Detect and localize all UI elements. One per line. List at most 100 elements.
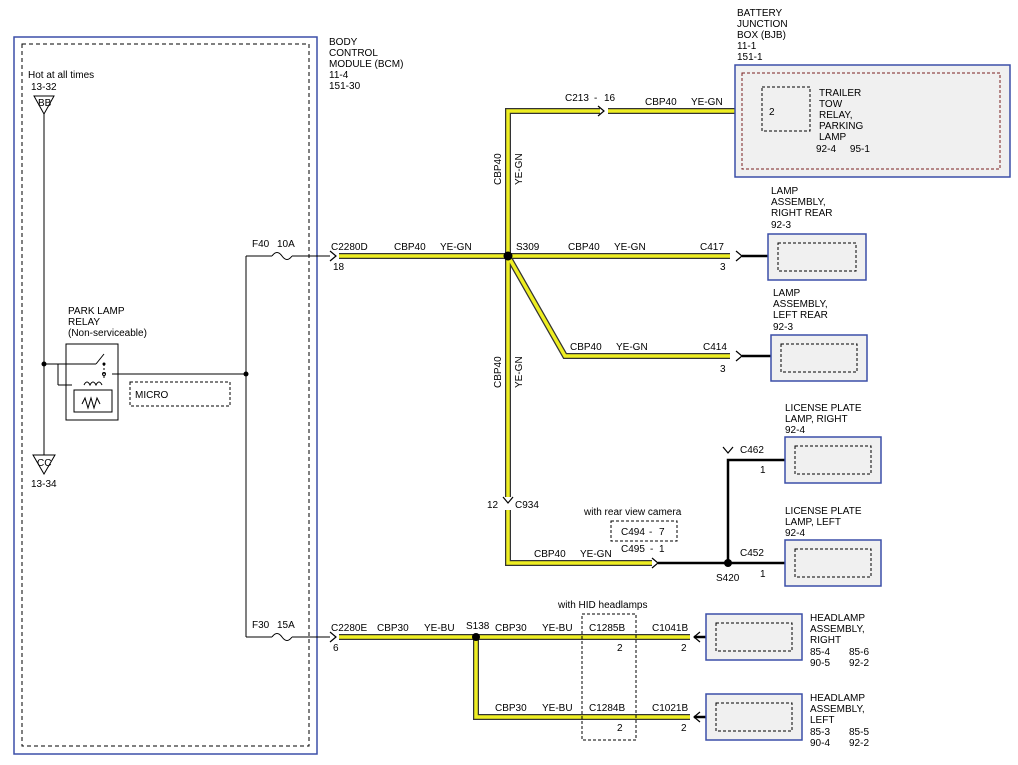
svg-text:92-2: 92-2 — [849, 738, 869, 749]
svg-text:11-1: 11-1 — [737, 41, 757, 52]
svg-text:13-32: 13-32 — [31, 82, 57, 93]
svg-text:92-4: 92-4 — [785, 528, 805, 539]
svg-text:F30: F30 — [252, 620, 270, 631]
svg-text:C1284B: C1284B — [589, 703, 625, 714]
svg-text:RELAY,: RELAY, — [819, 110, 853, 121]
svg-text:TRAILER: TRAILER — [819, 88, 861, 99]
svg-text:1: 1 — [760, 569, 766, 580]
svg-text:YE-BU: YE-BU — [424, 623, 455, 634]
svg-text:YE-BU: YE-BU — [542, 623, 573, 634]
wire-ye-gn — [339, 108, 735, 566]
svg-text:C934: C934 — [515, 500, 539, 511]
svg-text:MODULE (BCM): MODULE (BCM) — [329, 59, 403, 70]
svg-text:LAMP: LAMP — [771, 186, 799, 197]
svg-text:C494: C494 — [621, 527, 645, 538]
svg-text:1: 1 — [760, 465, 766, 476]
svg-text:6: 6 — [333, 643, 339, 654]
fuse-f30: F30 15A — [252, 620, 295, 631]
svg-text:YE-GN: YE-GN — [616, 342, 648, 353]
svg-text:LEFT: LEFT — [810, 715, 834, 726]
svg-text:LEFT REAR: LEFT REAR — [773, 310, 828, 321]
svg-text:ASSEMBLY,: ASSEMBLY, — [810, 704, 865, 715]
svg-text:13-34: 13-34 — [31, 479, 57, 490]
svg-text:CBP40: CBP40 — [493, 356, 504, 388]
svg-text:YE-GN: YE-GN — [614, 242, 646, 253]
svg-text:C1285B: C1285B — [589, 623, 625, 634]
bjb-box: 2 TRAILER TOW RELAY, PARKING LAMP 92-4 9… — [734, 64, 1011, 178]
svg-text:PARKING: PARKING — [819, 121, 863, 132]
svg-text:92-2: 92-2 — [849, 658, 869, 669]
svg-text:HEADLAMP: HEADLAMP — [810, 693, 865, 704]
svg-text:3: 3 — [720, 262, 726, 273]
svg-text:CBP40: CBP40 — [570, 342, 602, 353]
svg-text:C462: C462 — [740, 445, 764, 456]
svg-text:92-3: 92-3 — [773, 322, 793, 333]
svg-text:LAMP: LAMP — [819, 132, 847, 143]
fuse-f40: F40 10A — [252, 239, 295, 250]
svg-text:85-5: 85-5 — [849, 727, 869, 738]
svg-text:CBP40: CBP40 — [568, 242, 600, 253]
svg-text:RIGHT: RIGHT — [810, 635, 841, 646]
svg-text:YE-BU: YE-BU — [542, 703, 573, 714]
headlamp-assembly-right: HEADLAMP ASSEMBLY, RIGHT 85-4 85-6 90-5 … — [705, 613, 869, 669]
svg-text:CBP40: CBP40 — [394, 242, 426, 253]
svg-text:ASSEMBLY,: ASSEMBLY, — [773, 299, 828, 310]
svg-text:CBP40: CBP40 — [534, 549, 566, 560]
svg-text:10A: 10A — [277, 239, 295, 250]
svg-text:1: 1 — [659, 544, 665, 555]
svg-text:18: 18 — [333, 262, 345, 273]
svg-text:S420: S420 — [716, 573, 740, 584]
svg-text:CBP30: CBP30 — [495, 703, 527, 714]
svg-text:16: 16 — [604, 93, 616, 104]
svg-text:2: 2 — [617, 643, 623, 654]
svg-text:C495: C495 — [621, 544, 645, 555]
bjb-label: BATTERY JUNCTION BOX (BJB) 11-1 151-1 — [737, 8, 788, 63]
hid-option: with HID headlamps — [557, 600, 647, 741]
license-plate-lamp-right: LICENSE PLATE LAMP, RIGHT 92-4 — [784, 403, 882, 484]
svg-text:MICRO: MICRO — [135, 390, 169, 401]
rear-camera-option: with rear view camera C494 - 7 C495 - 1 — [583, 507, 682, 555]
svg-text:85-3: 85-3 — [810, 727, 830, 738]
svg-text:151-1: 151-1 — [737, 52, 763, 63]
svg-text:12: 12 — [487, 500, 499, 511]
svg-text:JUNCTION: JUNCTION — [737, 19, 788, 30]
svg-text:ASSEMBLY,: ASSEMBLY, — [771, 197, 826, 208]
svg-text:S138: S138 — [466, 621, 490, 632]
svg-text:BOX (BJB): BOX (BJB) — [737, 30, 786, 41]
svg-text:YE-GN: YE-GN — [691, 97, 723, 108]
wire-ye-bu — [339, 634, 690, 720]
svg-text:C1041B: C1041B — [652, 623, 688, 634]
svg-text:YE-GN: YE-GN — [440, 242, 472, 253]
svg-text:with rear view camera: with rear view camera — [583, 507, 682, 518]
svg-text:CBP40: CBP40 — [493, 153, 504, 185]
svg-text:TOW: TOW — [819, 99, 843, 110]
svg-text:HEADLAMP: HEADLAMP — [810, 613, 865, 624]
svg-text:BATTERY: BATTERY — [737, 8, 783, 19]
lamp-assembly-left-rear: LAMP ASSEMBLY, LEFT REAR 92-3 — [770, 288, 868, 382]
svg-text:11-4: 11-4 — [329, 70, 349, 81]
svg-text:85-4: 85-4 — [810, 647, 830, 658]
svg-text:PARK LAMP: PARK LAMP — [68, 306, 125, 317]
svg-text:C417: C417 — [700, 242, 724, 253]
svg-text:BB: BB — [38, 98, 52, 109]
svg-text:LAMP, RIGHT: LAMP, RIGHT — [785, 414, 848, 425]
svg-text:2: 2 — [681, 643, 687, 654]
bcm-label: BODY CONTROL MODULE (BCM) 11-4 151-30 — [329, 37, 403, 92]
connector-labels: C2280D 18 C2280E 6 C213 - 16 C417 3 C414… — [331, 93, 766, 734]
svg-text:-: - — [649, 527, 652, 538]
svg-text:YE-GN: YE-GN — [514, 153, 525, 185]
svg-text:LAMP: LAMP — [773, 288, 801, 299]
svg-text:15A: 15A — [277, 620, 295, 631]
svg-text:2: 2 — [769, 107, 775, 118]
svg-text:S309: S309 — [516, 242, 540, 253]
svg-text:-: - — [594, 93, 597, 104]
svg-text:YE-GN: YE-GN — [514, 356, 525, 388]
license-plate-lamp-left: LICENSE PLATE LAMP, LEFT 92-4 — [784, 506, 882, 587]
power-bus: Hot at all times 13-32 BB CC 13-34 — [28, 70, 96, 490]
svg-text:C2280E: C2280E — [331, 623, 367, 634]
svg-text:92-4 95-1: 92-4 95-1 — [816, 144, 870, 155]
splice-s309: S309 — [503, 242, 540, 261]
svg-text:Hot at all times: Hot at all times — [28, 70, 94, 81]
svg-text:85-6: 85-6 — [849, 647, 869, 658]
svg-text:ASSEMBLY,: ASSEMBLY, — [810, 624, 865, 635]
